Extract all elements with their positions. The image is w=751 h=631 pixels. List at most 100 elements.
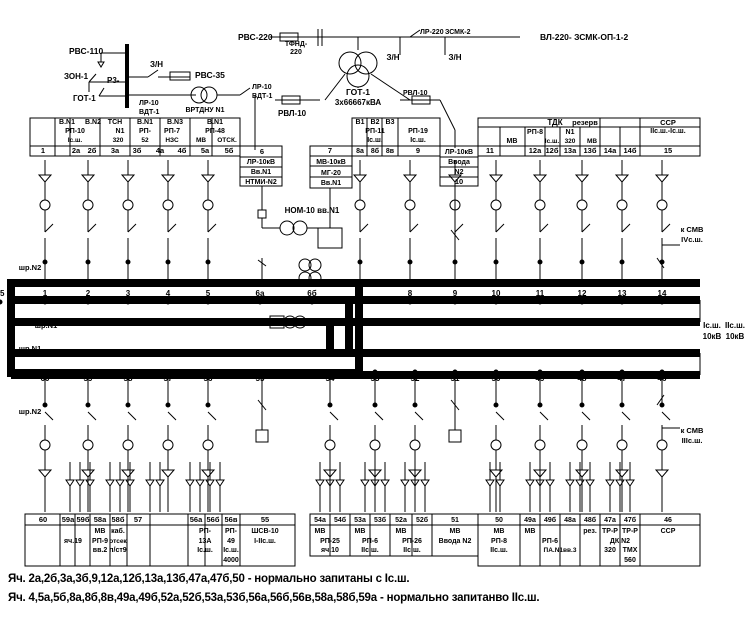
table-cell: РП- xyxy=(139,128,152,135)
table-cell: 8в xyxy=(386,148,395,155)
cable-terminal-icon xyxy=(447,174,463,183)
switch-icon xyxy=(88,73,97,83)
table-cell: ТСН xyxy=(108,119,122,126)
breaker-switch-icon xyxy=(359,223,369,233)
cable-terminal-icon xyxy=(614,174,630,183)
upper-cell-number: 9 xyxy=(453,289,458,298)
current-transformer-icon xyxy=(616,439,628,451)
table-cell: РП-7 xyxy=(164,128,180,135)
fuse-icon xyxy=(269,315,285,329)
cable-terminal-icon xyxy=(145,479,155,487)
current-transformer-icon xyxy=(656,199,668,211)
cable-terminal-icon xyxy=(160,174,176,183)
breaker-switch-icon xyxy=(495,411,505,421)
label-got1-power: 3х66667кВА xyxy=(335,98,382,107)
current-transformer-icon xyxy=(490,199,502,211)
table-cell: ПА.N1вв.3 xyxy=(544,547,577,554)
table-cell: 59б xyxy=(77,515,90,524)
bus-node xyxy=(659,299,665,305)
breaker-switch-icon xyxy=(87,411,97,421)
label-lr10-vdt: ЛР-10 xyxy=(139,100,159,107)
label-lr220: ЛР-220 xyxy=(420,29,444,36)
cable-terminal-icon xyxy=(85,479,95,487)
table-cell: 5а xyxy=(201,146,210,155)
label-zn-b: З/Н xyxy=(386,53,399,62)
bus-node xyxy=(412,369,418,375)
lower-cell-number: 55 xyxy=(256,374,265,383)
bus-node xyxy=(537,299,543,305)
node xyxy=(125,402,131,408)
table-cell: РП-19 xyxy=(408,128,428,135)
table-cell: НТМИ-N2 xyxy=(245,179,277,186)
upper-cell-number: 3 xyxy=(126,289,131,298)
table-cell: 57 xyxy=(134,515,142,524)
cable-terminal-icon xyxy=(335,479,345,487)
transformer-got1 xyxy=(354,51,378,75)
label-ksmv-iv: к СМВ xyxy=(681,225,704,234)
cable-terminal-icon xyxy=(105,479,115,487)
label-rvl10-r: РВЛ-10 xyxy=(403,90,428,97)
cable-terminal-icon xyxy=(654,469,670,478)
upper-cell-number: 6а xyxy=(256,289,265,298)
node xyxy=(579,402,585,408)
bus-node xyxy=(579,369,585,375)
cable-terminal-icon xyxy=(488,174,504,183)
current-transformer-icon xyxy=(369,439,381,451)
table-cell: В.N1 xyxy=(207,119,223,126)
table-cell: 13а xyxy=(564,146,577,155)
table-cell: РП- xyxy=(199,528,212,535)
switch-icon xyxy=(239,87,251,96)
node xyxy=(327,402,333,408)
table-cell: МВ xyxy=(587,138,597,145)
wire xyxy=(370,73,411,101)
table-cell: 4б xyxy=(178,146,187,155)
upper-cell-number: 13 xyxy=(618,289,627,298)
current-transformer-icon xyxy=(490,439,502,451)
breaker-switch-icon xyxy=(329,411,339,421)
table-cell: ССР xyxy=(661,528,676,535)
table-cell: МВ-10кВ xyxy=(316,159,346,166)
table-cell: 13А xyxy=(199,538,212,545)
cable-terminal-icon xyxy=(65,479,75,487)
cable-terminal-icon xyxy=(410,479,420,487)
cable-terminal-icon xyxy=(205,479,215,487)
bus-node xyxy=(205,369,211,375)
table-cell: 15 xyxy=(664,146,672,155)
arrester-rvl10-l xyxy=(281,95,301,105)
upper-cell-number: 5 xyxy=(206,289,211,298)
cable-terminal-icon xyxy=(605,479,615,487)
table-cell: 48а xyxy=(564,517,576,524)
transformer-nom xyxy=(279,220,295,236)
cable-terminal-icon xyxy=(525,479,535,487)
label-got1: ГОТ-1 xyxy=(346,87,370,97)
breaker-switch-icon xyxy=(454,223,464,233)
upper-cell-number: 1 xyxy=(43,289,48,298)
arrester-rvl10-r xyxy=(411,95,431,105)
breaker-switch-icon xyxy=(167,223,177,233)
breaker-switch-icon xyxy=(414,411,424,421)
table-cell: 59а xyxy=(62,515,75,524)
table-cell: 4а xyxy=(156,146,165,155)
table-top-left xyxy=(29,117,241,157)
table-cell: РП-48 xyxy=(205,128,225,135)
table-top-right xyxy=(477,117,701,157)
table-cell: Iс.ш. xyxy=(367,137,383,144)
table-cell: МВ xyxy=(95,528,106,535)
table-cell: 9 xyxy=(416,146,420,155)
label-r3: Р3- xyxy=(107,76,120,85)
table-cell: РП-9 xyxy=(92,538,108,545)
upper-cell-number: 2 xyxy=(86,289,91,298)
cable-terminal-icon xyxy=(80,174,96,183)
bus-node xyxy=(493,299,499,305)
cable-terminal-icon xyxy=(565,479,575,487)
switch-icon xyxy=(147,69,159,78)
cable-terminal-icon xyxy=(615,479,625,487)
table-cell: N2 xyxy=(455,169,464,176)
table-cell: МВ xyxy=(525,528,536,535)
table-cell: 56а xyxy=(190,515,203,524)
table-cell: 52 xyxy=(141,137,149,144)
table-cell: 2б xyxy=(88,146,97,155)
upper-cell-number: 11 xyxy=(536,289,545,298)
bus-node xyxy=(125,369,131,375)
